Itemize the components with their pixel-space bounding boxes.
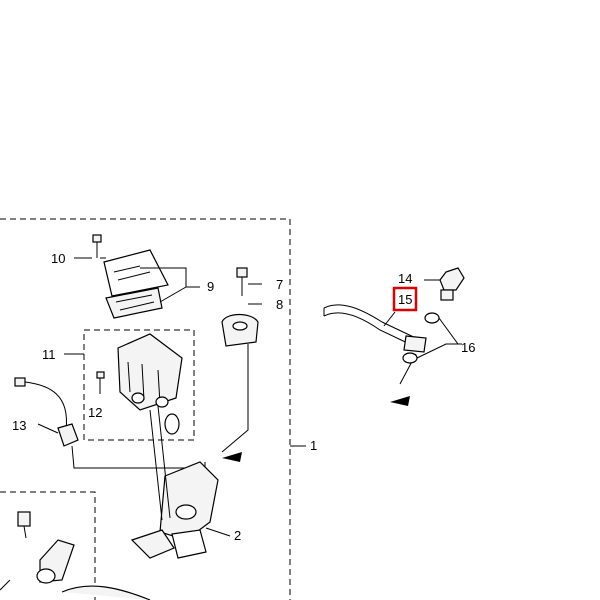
assembly-1-boundary — [0, 218, 306, 600]
callout-9: 9 — [207, 279, 214, 294]
bolt-part-7 — [236, 267, 262, 296]
subassembly-11-box — [83, 329, 195, 441]
bracket-part-2 — [130, 405, 231, 559]
callout-7: 7 — [276, 277, 283, 292]
lower-left-parts — [0, 511, 151, 600]
screw-part-10 — [92, 234, 106, 259]
lower-left-boundary — [0, 491, 96, 600]
callout-1: 1 — [310, 438, 317, 453]
reservoir-cap-part-9 — [103, 249, 169, 319]
switch-part-13 — [14, 377, 206, 469]
gasket-part-16 — [402, 312, 462, 364]
screw-part-12 — [96, 371, 105, 394]
callout-13: 13 — [12, 418, 26, 433]
callout-14: 14 — [398, 271, 412, 286]
arrow-left-upper — [390, 396, 410, 406]
callout-11: 11 — [42, 347, 56, 362]
callout-2: 2 — [234, 528, 241, 543]
callout-15: 15 — [398, 292, 412, 307]
callout-12: 12 — [88, 405, 102, 420]
arrow-left-lower — [222, 452, 242, 462]
holder-part-8 — [221, 303, 262, 453]
brake-hose-part-15 — [323, 304, 427, 385]
leader-9 — [140, 267, 200, 288]
callout-15-highlight — [392, 286, 418, 312]
callout-8: 8 — [276, 297, 283, 312]
callout-16: 16 — [461, 340, 475, 355]
callout-10: 10 — [51, 251, 65, 266]
master-cylinder-part-11 — [117, 333, 183, 435]
union-bolt-part-14 — [424, 267, 465, 301]
